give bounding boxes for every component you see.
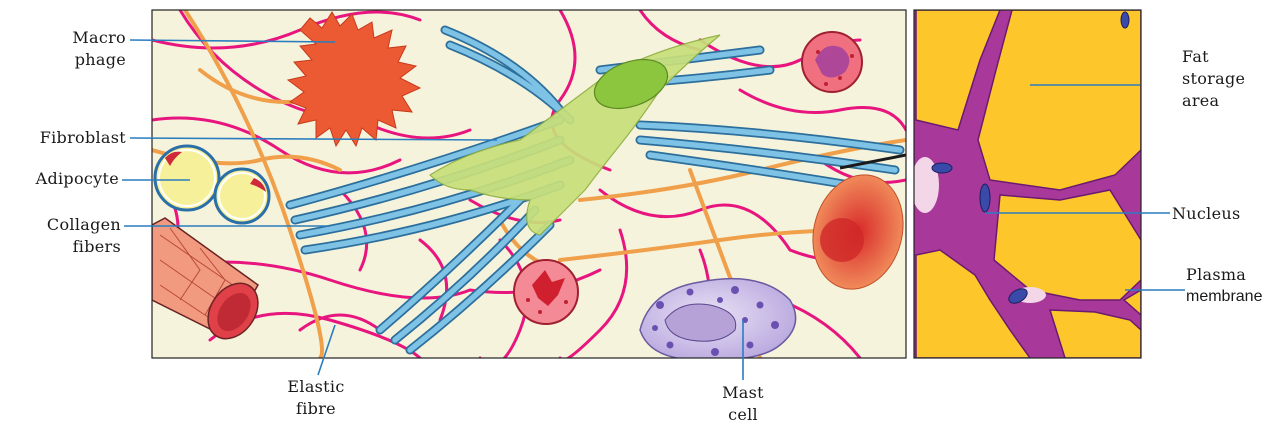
granulocyte-top <box>802 32 862 92</box>
adipose-panel <box>911 10 1141 358</box>
label-adipocyte: Adipocyte <box>5 168 119 190</box>
label-fibroblast: Fibroblast <box>5 127 126 149</box>
granulocyte-bottom <box>514 260 578 324</box>
connective-tissue-panel <box>152 10 916 365</box>
nucleus-shape <box>980 184 990 212</box>
label-nucleus: Nucleus <box>1172 203 1240 225</box>
